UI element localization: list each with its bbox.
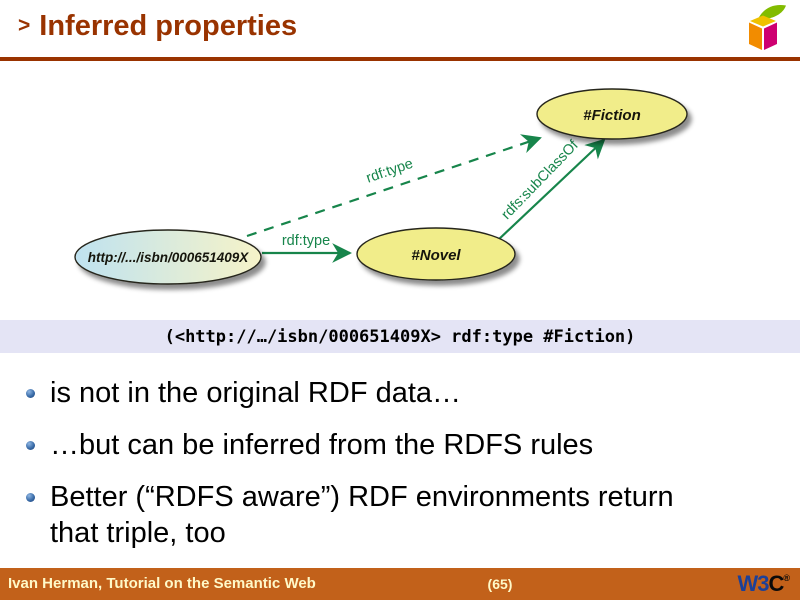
page-title: > Inferred properties [18,10,297,43]
sweo-cube-logo-icon [749,4,786,50]
node-fiction-label: #Fiction [583,107,641,124]
edge-rdfs-subclassof [496,138,606,242]
title-text: Inferred properties [39,10,298,42]
bullet-icon [26,492,35,502]
rdf-graph-diagram: rdf:type rdfs:subClassOf rdf:type http:/… [74,88,688,285]
bullet-text: Better (“RDFS aware”) RDF environments r… [50,480,674,549]
inferred-triple-band: (<http://…/isbn/000651409X> rdf:type #Fi… [0,320,800,353]
logo-top-face [750,15,776,27]
logo-right-face [764,22,777,50]
inferred-triple-text: (<http://…/isbn/000651409X> rdf:type #Fi… [164,326,636,347]
edge-rdf-type-inferred [246,134,542,238]
w3c-logo: W3C® [737,571,790,597]
node-novel-label: #Novel [411,247,461,264]
logo-left-face [749,22,762,50]
bullet-icon [26,389,35,398]
bullet-text: is not in the original RDF data… [50,377,462,409]
w3c-logo-w3: W3 [737,571,769,596]
logo-leaf-shape [758,4,786,20]
list-item: is not in the original RDF data… [26,376,718,412]
edge-label-rdf-type: rdf:type [282,233,330,249]
w3c-logo-c: C [768,571,784,596]
footer-page-number: (65) [487,576,513,592]
w3c-logo-registered-mark: ® [783,573,790,583]
footer-bar: Ivan Herman, Tutorial on the Semantic We… [0,568,800,600]
title-rule-divider [0,57,800,61]
bullet-text: …but can be inferred from the RDFS rules [50,428,594,461]
list-item: …but can be inferred from the RDFS rules [26,428,718,464]
node-isbn-label: http://.../isbn/000651409X [88,250,250,265]
bullet-icon [26,440,35,450]
edge-label-rdfs-subclassof: rdfs:subClassOf [499,137,583,223]
node-isbn-resource: http://.../isbn/000651409X [74,229,262,285]
title-marker: > [18,14,31,37]
node-fiction-class: #Fiction [536,88,688,140]
footer-author: Ivan Herman, Tutorial on the Semantic We… [8,575,316,592]
bullet-list: is not in the original RDF data… …but ca… [26,376,718,568]
node-novel-class: #Novel [356,227,516,281]
list-item: Better (“RDFS aware”) RDF environments r… [26,480,718,552]
